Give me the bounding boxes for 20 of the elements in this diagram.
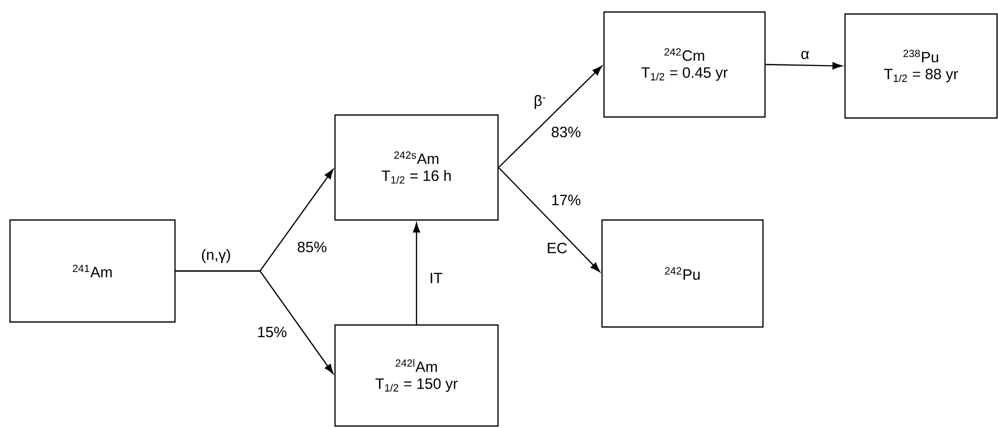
edge-label: 15% [258,326,286,338]
reaction-label: (n,γ) [202,249,230,263]
nuclide-box: $^{242}$Pu [601,219,764,328]
arrow [176,270,334,374]
arrow [412,222,420,324]
nuclide-box: $^{238}$Pu T$_{1/2}$ = 88 yr [844,13,998,119]
edge-label: 17% [552,194,580,206]
edge-label: IT [430,272,442,284]
nuclide-box: $^{242l}$Am T$_{1/2}$ = 150 yr [334,324,499,427]
nuclide-box: $^{242}$Cm T$_{1/2}$ = 0.45 yr [603,11,766,118]
arrow [766,62,842,70]
edge-label: α [801,50,809,60]
edge-label: 83% [552,126,580,138]
arrow [498,66,602,168]
reaction-label: β$^{-}$ [534,95,546,109]
reaction-label: EC [548,242,567,254]
nuclide-box: $^{241}$Am [9,219,176,323]
arrow [498,167,600,272]
nuclide-box: $^{242s}$Am T$_{1/2}$ = 16 h [334,114,499,221]
edge-label: 85% [298,242,326,252]
